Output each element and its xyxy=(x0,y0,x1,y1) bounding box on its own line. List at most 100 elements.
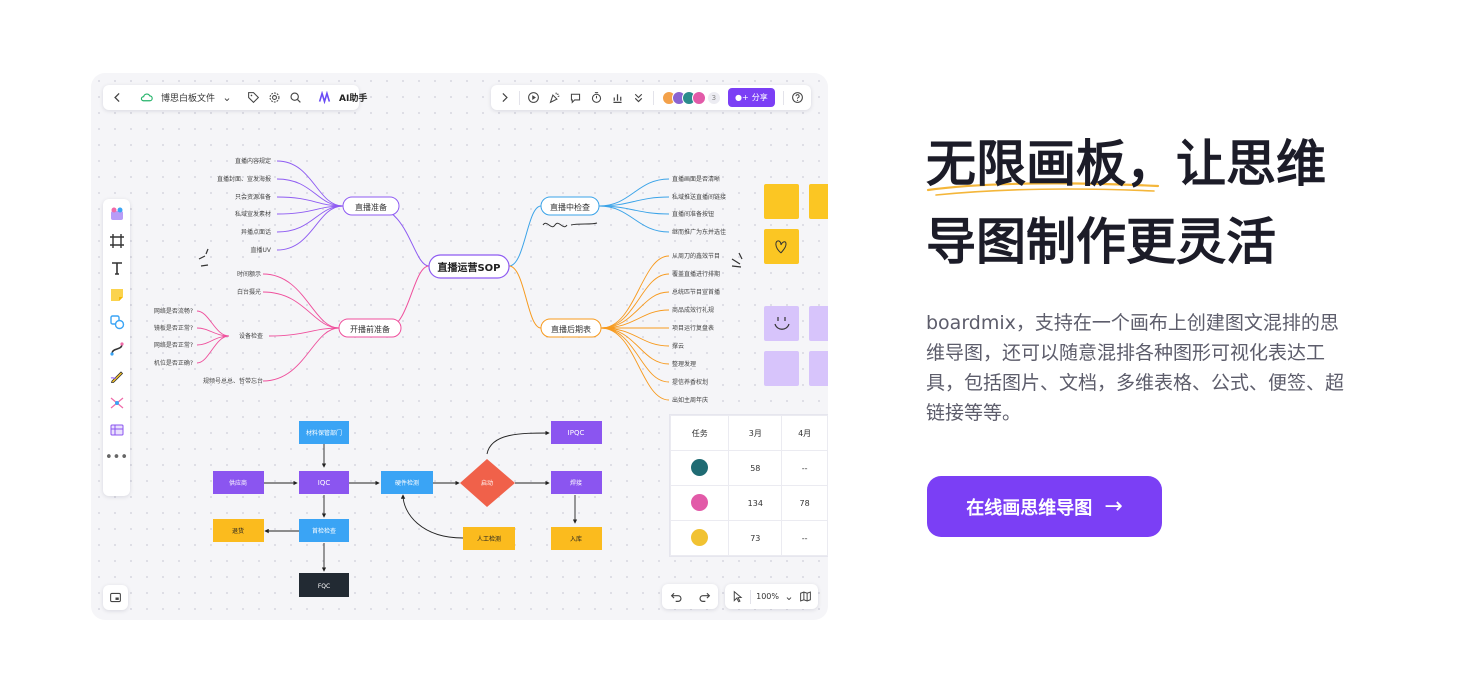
sticky-note[interactable] xyxy=(764,184,799,219)
table-cell[interactable]: 134 xyxy=(728,485,783,521)
zoom-level[interactable]: 100% xyxy=(756,592,779,601)
ai-logo-icon xyxy=(318,91,331,105)
minimap-icon[interactable] xyxy=(109,591,123,605)
flow-node-storage[interactable] xyxy=(551,527,602,550)
sticky-note[interactable] xyxy=(809,184,828,219)
mindmap-leaf: 覆盖直播进行排期 xyxy=(672,270,720,278)
chevron-right-icon[interactable] xyxy=(498,91,511,105)
help-icon[interactable] xyxy=(791,91,804,105)
whiteboard-canvas[interactable]: 博思白板文件 ⌄ AI助手 3 ●+ 分享 xyxy=(91,73,828,620)
flow-decision-node[interactable] xyxy=(460,459,515,507)
mindmap-leaf: 私域宣发素材 xyxy=(235,210,271,218)
table-cell[interactable]: 58 xyxy=(728,450,783,486)
table-cell[interactable]: -- xyxy=(781,520,828,556)
headline-line-1: 无限画板，让思维 xyxy=(926,135,1326,193)
cta-label: 在线画思维导图 xyxy=(966,497,1093,519)
headline-underline-decoration xyxy=(926,180,1166,200)
table-cell[interactable]: 78 xyxy=(781,485,828,521)
mindmap-branch-post[interactable] xyxy=(540,318,602,338)
flow-node-fqc[interactable] xyxy=(299,573,349,597)
sticky-note-icon[interactable] xyxy=(108,286,126,304)
flow-node-supplier[interactable] xyxy=(213,471,264,494)
ai-assistant-button[interactable]: AI助手 xyxy=(339,94,368,104)
frame-icon[interactable] xyxy=(108,232,126,250)
table-cell[interactable]: 73 xyxy=(728,520,783,556)
squiggle-doodle xyxy=(542,222,598,228)
celebrate-icon[interactable] xyxy=(548,91,561,105)
gear-icon[interactable] xyxy=(268,91,281,105)
avatar xyxy=(691,528,709,546)
flow-node-ipqc[interactable] xyxy=(551,421,602,444)
flow-node-final-check[interactable] xyxy=(299,519,349,542)
multi-dimensional-table[interactable]: 任务 3月 4月 58 -- 134 78 73 -- xyxy=(669,414,828,557)
mindmap-center-node[interactable] xyxy=(428,254,510,279)
pen-icon[interactable] xyxy=(108,367,126,385)
chevron-down-icon[interactable]: ⌄ xyxy=(784,590,794,603)
search-icon[interactable] xyxy=(289,91,302,105)
flow-node-label: 供应商 xyxy=(229,479,247,487)
sticky-note[interactable] xyxy=(809,351,828,386)
connector-icon[interactable] xyxy=(108,340,126,358)
start-mindmap-button[interactable]: 在线画思维导图 → xyxy=(927,476,1162,537)
undo-icon[interactable] xyxy=(669,590,683,604)
mindmap-leaf: 网络是否流畅? xyxy=(154,307,193,315)
text-icon[interactable] xyxy=(108,259,126,277)
file-name[interactable]: 博思白板文件 xyxy=(161,94,216,104)
mindmap-leaf: 从周刀的鑫效节目 xyxy=(672,252,720,260)
sticky-note[interactable] xyxy=(764,306,799,341)
flow-node-return[interactable] xyxy=(213,519,264,542)
table-header: 3月 xyxy=(728,415,783,451)
templates-icon[interactable] xyxy=(108,205,126,223)
mindmap-branch-label: 直播中检查 xyxy=(550,202,590,212)
collaborator-avatars[interactable]: 3 xyxy=(661,90,721,105)
redo-icon[interactable] xyxy=(697,590,711,604)
flow-node-dept[interactable] xyxy=(299,421,349,444)
tag-icon[interactable] xyxy=(247,91,260,105)
flow-node-hardware[interactable] xyxy=(381,471,433,494)
diagram-canvas: 直播运营SOP 直播准备 直播中检查 开播前准备 直播后期表 直播内容规定 直播… xyxy=(154,157,743,597)
mindmap-leaf: 整理发理 xyxy=(672,360,696,368)
comment-icon[interactable] xyxy=(569,91,582,105)
map-icon[interactable] xyxy=(799,590,812,604)
table-header: 4月 xyxy=(781,415,828,451)
mindmap-branch-label: 直播后期表 xyxy=(551,324,591,334)
flow-node-iqc[interactable] xyxy=(299,471,349,494)
prep-leaves: 直播内容规定 直播封面、宣发海报 只会资源准备 私域宣发素材 异播点面话 直播U… xyxy=(217,157,272,254)
vote-icon[interactable] xyxy=(611,91,624,105)
table-cell[interactable]: -- xyxy=(781,450,828,486)
play-icon[interactable] xyxy=(527,91,540,105)
mindmap-branch-check[interactable] xyxy=(540,196,600,216)
table-row[interactable]: 134 78 xyxy=(669,485,828,521)
flow-node-manual[interactable] xyxy=(463,527,515,550)
mindmap-icon[interactable] xyxy=(108,394,126,412)
share-button[interactable]: ●+ 分享 xyxy=(728,88,775,107)
sticky-note[interactable] xyxy=(809,306,828,341)
flow-node-label: 焊接 xyxy=(570,479,582,487)
mindmap-branch-label: 开播前准备 xyxy=(350,324,390,334)
mindmap-leaf: 时间额示 xyxy=(237,270,261,278)
mindmap-branch-prep[interactable] xyxy=(342,196,400,216)
page-headline: 无限画板，让思维 导图制作更灵活 xyxy=(926,125,1446,281)
table-row[interactable]: 73 -- xyxy=(669,520,828,556)
table-row[interactable]: 58 -- xyxy=(669,450,828,486)
mindmap-leaf: 商品成效行礼规 xyxy=(672,306,714,314)
flow-node-label: 入库 xyxy=(570,535,582,543)
flow-node-weld[interactable] xyxy=(551,471,602,494)
mindmap-leaf: 镜板是否正常? xyxy=(154,324,193,332)
table-header: 任务 xyxy=(669,415,730,451)
chevron-down-icon[interactable]: ⌄ xyxy=(222,91,232,104)
sticky-note[interactable] xyxy=(764,229,799,264)
shapes-icon[interactable] xyxy=(108,313,126,331)
flowchart-connectors xyxy=(264,430,578,572)
mindmap-branch-open[interactable] xyxy=(338,318,402,338)
flow-node-label: 退货 xyxy=(232,527,244,535)
cursor-icon[interactable] xyxy=(731,590,744,604)
mindmap-leaf: 提信养香权划 xyxy=(672,378,708,386)
double-chevron-down-icon[interactable] xyxy=(632,91,645,105)
timer-icon[interactable] xyxy=(590,91,603,105)
back-icon[interactable] xyxy=(111,91,124,105)
sticky-note[interactable] xyxy=(764,351,799,386)
table-icon[interactable] xyxy=(108,421,126,439)
more-icon[interactable]: ••• xyxy=(105,449,129,465)
mindmap-leaf: 机位是否正确? xyxy=(154,359,193,367)
